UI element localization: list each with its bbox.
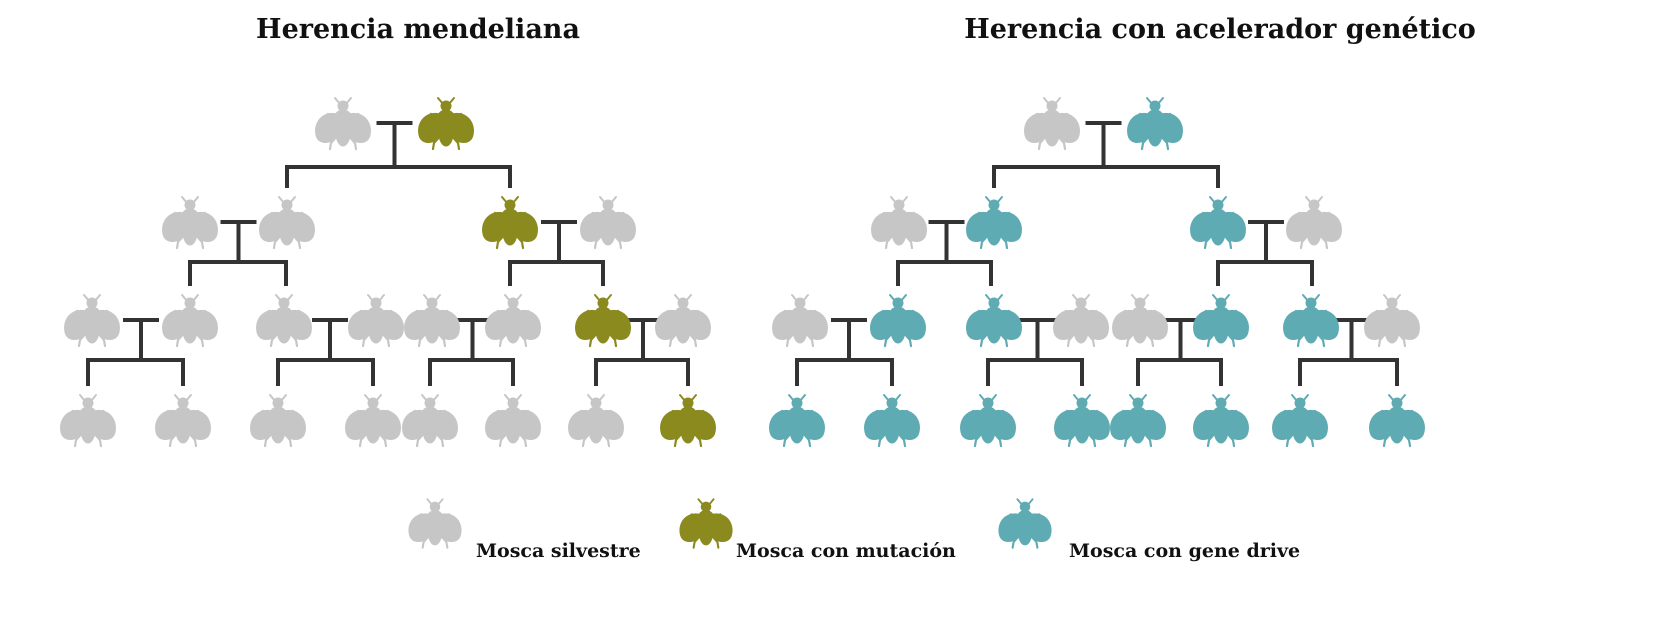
fly-icon: [1192, 393, 1250, 448]
fly-icon: [771, 293, 829, 348]
tree-mendelian: [59, 96, 717, 448]
fly-icon: [347, 293, 405, 348]
fly-icon: [1111, 293, 1169, 348]
title-mendelian: Herencia mendeliana: [256, 14, 580, 45]
fly-icon: [401, 393, 459, 448]
fly-icon: [1271, 393, 1329, 448]
fly-icon: [579, 195, 637, 250]
fly-icon: [258, 195, 316, 250]
fly-icon: [567, 393, 625, 448]
fly-icon: [654, 293, 712, 348]
fly-icon: [1109, 393, 1167, 448]
legend-fly-icon: [407, 498, 463, 549]
fly-icon: [154, 393, 212, 448]
fly-icon: [1368, 393, 1426, 448]
fly-icon: [344, 393, 402, 448]
fly-icon: [863, 393, 921, 448]
fly-icon: [869, 293, 927, 348]
fly-icon: [965, 293, 1023, 348]
fly-icon: [1285, 195, 1343, 250]
fly-icon: [1023, 96, 1081, 151]
fly-icon: [481, 195, 539, 250]
tree-gene_drive: [768, 96, 1426, 448]
legend-label: Mosca con gene drive: [1069, 540, 1301, 562]
offspring-bracket: [1298, 358, 1399, 386]
offspring-bracket: [508, 260, 605, 286]
fly-icon: [574, 293, 632, 348]
fly-icon: [255, 293, 313, 348]
fly-icon: [484, 393, 542, 448]
fly-icon: [1189, 195, 1247, 250]
fly-icon: [1052, 293, 1110, 348]
legend-label: Mosca silvestre: [476, 540, 641, 562]
offspring-bracket: [276, 358, 375, 386]
fly-icon: [1126, 96, 1184, 151]
fly-icon: [59, 393, 117, 448]
legend-fly-icon: [997, 498, 1053, 549]
fly-icon: [484, 293, 542, 348]
offspring-bracket: [1136, 358, 1223, 386]
offspring-bracket: [285, 165, 512, 188]
fly-icon: [1053, 393, 1111, 448]
fly-icon: [1192, 293, 1250, 348]
offspring-bracket: [86, 358, 185, 386]
fly-icon: [403, 293, 461, 348]
legend-label: Mosca con mutación: [736, 540, 956, 562]
offspring-bracket: [795, 358, 894, 386]
fly-icon: [659, 393, 717, 448]
offspring-bracket: [1216, 260, 1314, 286]
fly-icon: [965, 195, 1023, 250]
fly-icon: [161, 195, 219, 250]
offspring-bracket: [594, 358, 690, 386]
fly-icon: [1282, 293, 1340, 348]
fly-icon: [249, 393, 307, 448]
fly-icon: [1363, 293, 1421, 348]
offspring-bracket: [896, 260, 993, 286]
fly-icon: [959, 393, 1017, 448]
fly-icon: [417, 96, 475, 151]
fly-icon: [870, 195, 928, 250]
offspring-bracket: [986, 358, 1084, 386]
offspring-bracket: [188, 260, 288, 286]
offspring-bracket: [992, 165, 1220, 188]
fly-icon: [768, 393, 826, 448]
offspring-bracket: [428, 358, 515, 386]
fly-icon: [63, 293, 121, 348]
title-gene-drive: Herencia con acelerador genético: [964, 14, 1476, 45]
fly-icon: [161, 293, 219, 348]
fly-icon: [314, 96, 372, 151]
legend-fly-icon: [678, 498, 734, 549]
